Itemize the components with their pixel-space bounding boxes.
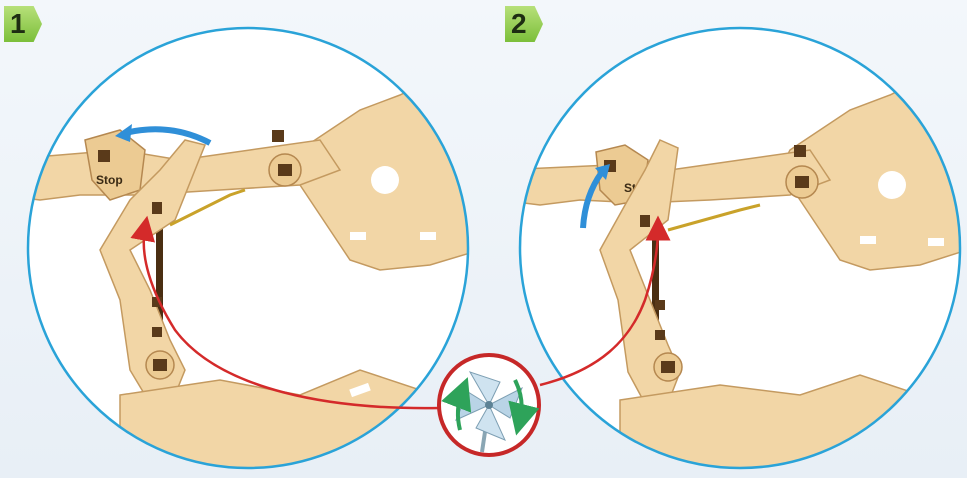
detail-circle-2: Sto xyxy=(500,28,967,478)
detail-circle-1: Stop xyxy=(0,28,480,478)
windmill-badge xyxy=(439,355,539,455)
frame-hole xyxy=(878,171,906,199)
stop-label-1: Stop xyxy=(96,173,123,187)
frame-hole xyxy=(371,166,399,194)
